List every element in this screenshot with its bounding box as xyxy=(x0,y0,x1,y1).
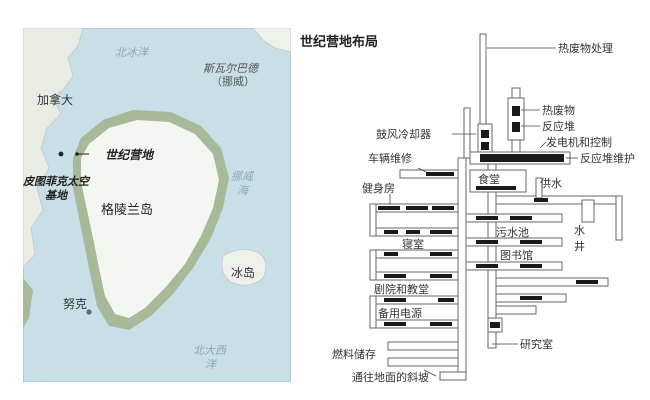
label-greenland: 格陵兰岛 xyxy=(101,202,153,218)
greenland-location-map: 北冰洋 斯瓦尔巴德 （挪威） 加拿大 世纪营地 皮图菲克太空 基地 格陵兰岛 挪… xyxy=(23,28,291,382)
label-north-atlantic-2: 洋 xyxy=(205,358,218,371)
main-trench xyxy=(457,157,467,381)
camp-century-marker xyxy=(75,152,79,156)
canada-land xyxy=(23,28,84,269)
bld-reactor xyxy=(512,106,520,116)
bld-blower xyxy=(481,130,489,138)
well-tunnel xyxy=(615,195,623,241)
svalbard-land xyxy=(252,28,291,53)
bld-vehicle xyxy=(426,172,454,176)
library-row xyxy=(465,261,563,271)
label-backup-power: 备用电源 xyxy=(378,306,422,320)
label-dormitory: 寝室 xyxy=(402,237,424,251)
label-water-supply: 供水 xyxy=(540,176,562,190)
right-row-4 xyxy=(495,277,609,287)
leader-lines xyxy=(389,47,578,377)
bld-gym-3 xyxy=(432,206,454,210)
label-reactor: 反应堆 xyxy=(542,119,575,133)
label-theater-church: 剧院和教堂 xyxy=(374,282,429,296)
label-norwegian-sea: 挪威 xyxy=(231,170,255,183)
bld-sew-4 xyxy=(520,240,542,244)
bld-theater-2 xyxy=(438,298,454,302)
bld-cafe xyxy=(476,186,516,190)
label-blower-cooler: 鼓风冷却器 xyxy=(376,127,431,141)
water-supply-tunnel xyxy=(495,195,617,205)
bld-dorm-1 xyxy=(384,230,398,234)
label-gym: 健身房 xyxy=(362,181,395,195)
label-library: 图书馆 xyxy=(500,248,533,262)
bld-dorm-3 xyxy=(430,230,452,234)
label-canada: 加拿大 xyxy=(37,92,73,107)
ramp-tunnel xyxy=(439,371,467,381)
bld-backup-2 xyxy=(430,322,452,326)
bld-theater-1 xyxy=(384,298,406,302)
label-ramp: 通往地面的斜坡 xyxy=(352,370,429,384)
bld-blower-2 xyxy=(481,142,489,150)
right-row-6 xyxy=(495,305,537,315)
bld-lib-2 xyxy=(520,264,542,268)
buildings xyxy=(378,106,598,328)
bld-lib-1 xyxy=(476,264,498,268)
label-svalbard: 斯瓦尔巴德 xyxy=(203,62,260,75)
bld-sew-2 xyxy=(510,216,532,220)
bld-dorm-7 xyxy=(430,274,452,278)
label-svalbard-norway: （挪威） xyxy=(211,74,255,88)
bld-dorm-2 xyxy=(406,230,420,234)
label-pituffik: 皮图菲克太空 xyxy=(23,175,91,188)
label-hot-waste: 热废物 xyxy=(542,103,575,117)
bld-reactor-2 xyxy=(512,122,520,132)
label-vehicle-maintenance: 车辆维修 xyxy=(368,151,412,165)
label-sewage-pool: 污水池 xyxy=(496,226,529,239)
label-cafeteria: 食堂 xyxy=(478,172,500,186)
label-water-well-2: 井 xyxy=(574,239,585,253)
fuel-row-2 xyxy=(387,357,459,367)
label-nuuk: 努克 xyxy=(63,296,87,311)
sewage-row-2 xyxy=(465,237,563,247)
bld-generator xyxy=(480,154,564,162)
bld-right-4 xyxy=(576,280,598,284)
canada-land-2 xyxy=(23,278,33,328)
label-camp-century: 世纪营地 xyxy=(105,148,155,162)
label-research-lab: 研究室 xyxy=(520,337,553,351)
left-end-1 xyxy=(369,203,377,237)
fuel-row-1 xyxy=(387,341,459,351)
label-water-well: 水 xyxy=(574,224,585,237)
bld-dorm-4 xyxy=(384,252,398,256)
bld-lab xyxy=(490,322,500,328)
left-vent xyxy=(463,107,471,159)
bld-dorm-5 xyxy=(430,252,452,256)
pituffik-marker xyxy=(58,151,64,157)
label-norwegian-sea-2: 海 xyxy=(237,184,250,197)
label-iceland: 冰岛 xyxy=(231,265,255,280)
label-fuel-storage: 燃料储存 xyxy=(332,347,376,361)
nuuk-marker xyxy=(86,309,92,315)
left-end-3 xyxy=(369,295,377,329)
bld-gym-1 xyxy=(378,206,400,210)
layout-title: 世纪营地布局 xyxy=(300,34,378,50)
iceland-land xyxy=(221,249,267,286)
label-north-atlantic: 北大西 xyxy=(193,344,228,357)
bld-water xyxy=(534,198,548,202)
camp-layout-diagram: 世纪营地布局 xyxy=(300,33,635,384)
left-end-2 xyxy=(369,249,377,281)
bld-backup-1 xyxy=(384,322,406,326)
label-pituffik-2: 基地 xyxy=(45,189,69,202)
label-reactor-maintenance: 反应堆维护 xyxy=(580,151,635,165)
label-generator-control: 发电机和控制 xyxy=(546,135,612,149)
greenland-ice-sheet xyxy=(81,120,219,318)
bld-sew-1 xyxy=(476,216,498,220)
well-shaft xyxy=(581,199,595,223)
reactor-room xyxy=(507,97,525,141)
label-arctic-ocean: 北冰洋 xyxy=(115,46,150,59)
bld-right-5 xyxy=(520,296,542,300)
label-heat-waste-disposal: 热废物处理 xyxy=(558,41,613,55)
bld-sew-3 xyxy=(476,240,498,244)
bld-dorm-6 xyxy=(384,274,406,278)
bld-gym-2 xyxy=(406,206,428,210)
